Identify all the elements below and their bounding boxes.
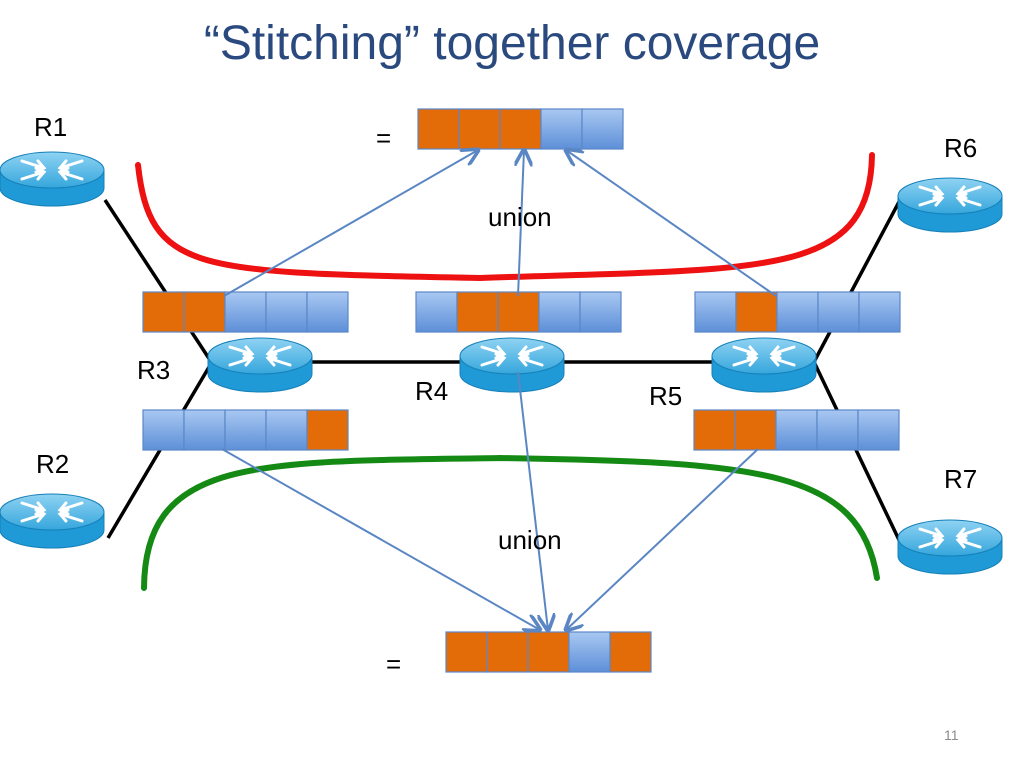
bitmap-cell-uncovered <box>776 291 819 333</box>
bitmap-cell-uncovered <box>568 631 611 673</box>
bitmap-cell-uncovered <box>265 409 308 451</box>
router-arrows-icon <box>20 159 84 181</box>
bitmap-cell-uncovered <box>183 409 226 451</box>
bitmap-cell-covered <box>445 631 488 673</box>
router-r7 <box>897 519 1003 575</box>
router-arrows-icon <box>480 345 544 367</box>
bitmap-cell-uncovered <box>579 291 622 333</box>
bitmap-cell-covered <box>458 108 501 150</box>
bitmap-upper-r3 <box>142 291 349 333</box>
page-number: 11 <box>944 727 959 743</box>
link-r5-r7 <box>813 363 902 543</box>
slide-title: “Stitching” together coverage <box>203 17 821 70</box>
bitmap-cell-uncovered <box>581 108 624 150</box>
bitmap-cell-uncovered <box>415 291 458 333</box>
lower-coverage-curve <box>141 454 880 591</box>
bitmap-cell-covered <box>693 409 736 451</box>
bitmap-cell-covered <box>735 291 778 333</box>
arrow-upper-r4 <box>518 150 524 297</box>
router-arrows-icon <box>918 185 982 207</box>
bitmap-cell-covered <box>306 409 349 451</box>
lower-union-label: union <box>498 525 562 555</box>
router-label-r1: R1 <box>34 112 67 142</box>
bitmap-cell-uncovered <box>540 108 583 150</box>
bitmap-cell-uncovered <box>224 291 267 333</box>
router-label-r2: R2 <box>36 449 69 479</box>
router-r2 <box>0 493 105 549</box>
bitmap-cell-uncovered <box>224 409 267 451</box>
router-r6 <box>897 177 1003 233</box>
router-r4 <box>459 337 565 393</box>
bitmap-cell-uncovered <box>306 291 349 333</box>
bitmap-cell-covered <box>417 108 460 150</box>
router-label-r7: R7 <box>944 464 977 494</box>
lower-equals-sign: = <box>386 649 401 679</box>
upper-coverage-curve <box>135 152 875 282</box>
bitmap-cell-uncovered <box>817 291 860 333</box>
router-arrows-icon <box>228 345 292 367</box>
bitmap-cell-uncovered <box>857 409 900 451</box>
bitmap-cell-covered <box>527 631 570 673</box>
bitmap-lower-r3 <box>142 409 349 451</box>
router-r3 <box>207 337 313 393</box>
link-r1-r3 <box>103 199 212 361</box>
bitmap-cell-uncovered <box>538 291 581 333</box>
router-labels: R1 R2 R3 R4 R5 R6 R7 <box>34 112 977 494</box>
bitmap-cell-uncovered <box>816 409 859 451</box>
router-arrows-icon <box>20 501 84 523</box>
bitmap-lower-r5 <box>693 409 900 451</box>
router-label-r4: R4 <box>415 376 448 406</box>
arrow-upper-r3 <box>223 150 478 297</box>
router-label-r5: R5 <box>649 381 682 411</box>
bitmap-cell-uncovered <box>775 409 818 451</box>
bitmap-upper-r5 <box>694 291 901 333</box>
bitmap-upper-r4 <box>415 291 622 333</box>
link-r5-r6 <box>813 199 902 361</box>
upper-union-label: union <box>488 202 552 232</box>
bitmap-cell-uncovered <box>265 291 308 333</box>
router-arrows-icon <box>732 345 796 367</box>
bitmap-cell-covered <box>183 291 226 333</box>
bitmap-cell-covered <box>609 631 652 673</box>
arrow-upper-r5 <box>566 150 777 297</box>
upper-equals-sign: = <box>376 123 391 153</box>
bitmap-cell-uncovered <box>694 291 737 333</box>
bitmap-cell-covered <box>456 291 499 333</box>
router-r1 <box>0 151 105 207</box>
bitmap-cell-covered <box>486 631 529 673</box>
router-arrows-icon <box>918 527 982 549</box>
arrow-lower-r5 <box>566 448 759 630</box>
bitmap-cell-uncovered <box>858 291 901 333</box>
bitmap-cell-uncovered <box>142 409 185 451</box>
bitmap-cell-covered <box>142 291 185 333</box>
bitmap-cell-covered <box>497 291 540 333</box>
bitmap-cell-covered <box>734 409 777 451</box>
bitmap-lower-result <box>445 631 652 673</box>
union-arrows <box>221 150 777 630</box>
routers <box>0 151 1003 575</box>
arrow-lower-r3 <box>221 448 540 630</box>
bitmap-cell-covered <box>499 108 542 150</box>
router-label-r3: R3 <box>137 355 170 385</box>
bitmaps <box>142 108 901 673</box>
router-label-r6: R6 <box>944 133 977 163</box>
bitmap-upper-result <box>417 108 624 150</box>
arrow-lower-r4 <box>517 371 548 630</box>
router-r5 <box>711 337 817 393</box>
